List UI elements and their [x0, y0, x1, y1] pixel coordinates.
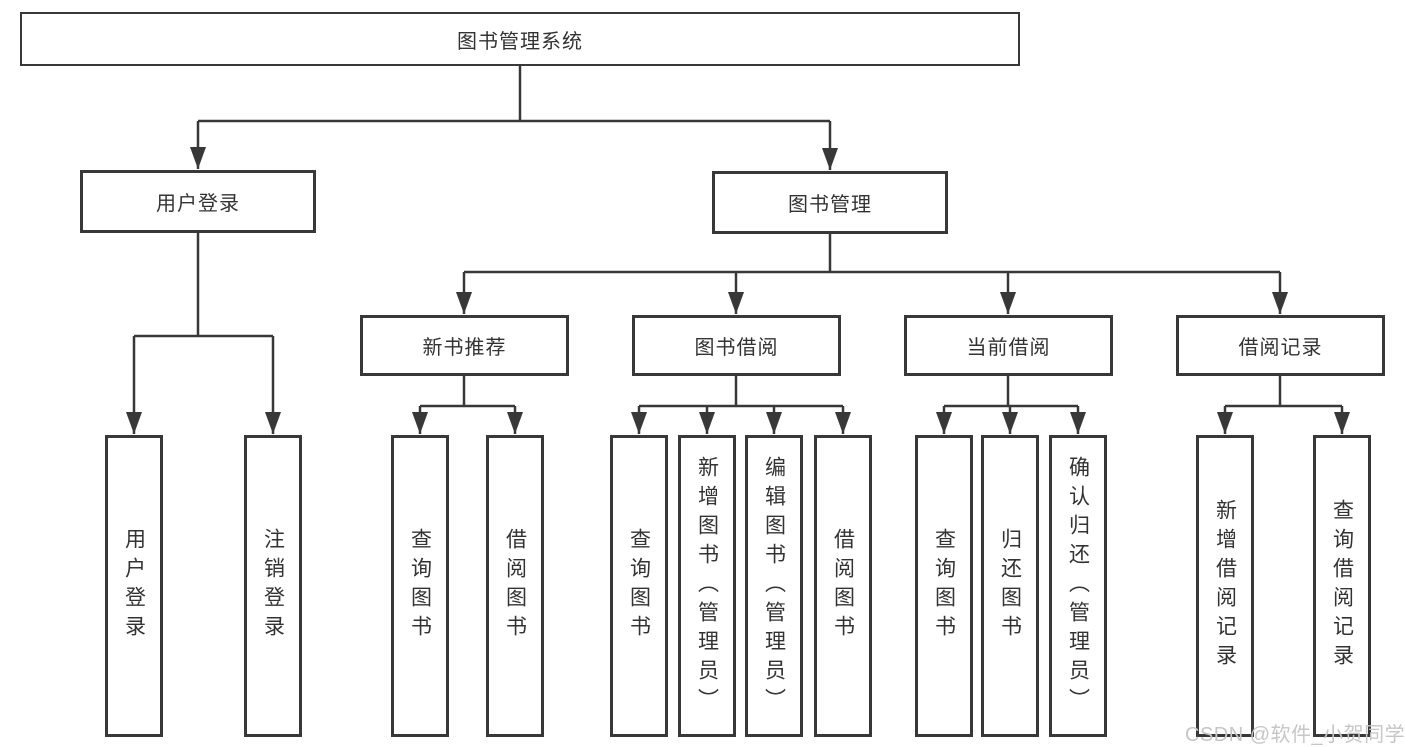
leaf-newbooks-borrow-books: 借阅图书 [486, 435, 544, 737]
node-new-book-recommendation: 新书推荐 [360, 315, 569, 376]
leaf-logout: 注销登录 [244, 435, 302, 737]
leaf-newbooks-query-books: 查询图书 [391, 435, 449, 737]
node-current-borrowing: 当前借阅 [904, 315, 1113, 376]
leaf-query-borrow-record: 查询借阅记录 [1313, 435, 1371, 737]
node-book-management: 图书管理 [712, 171, 948, 234]
leaf-borrow-query-books: 查询图书 [610, 435, 668, 737]
leaf-return-books: 归还图书 [981, 435, 1039, 737]
node-book-borrowing: 图书借阅 [632, 315, 841, 376]
leaf-edit-books-admin: 编辑图书（管理员） [745, 435, 803, 737]
leaf-add-books-admin: 新增图书（管理员） [678, 435, 736, 737]
csdn-watermark: CSDN @软件_小贺同学 [1185, 724, 1405, 746]
node-borrowing-records: 借阅记录 [1176, 315, 1385, 376]
leaf-add-borrow-record: 新增借阅记录 [1196, 435, 1254, 737]
node-user-login: 用户登录 [80, 170, 316, 233]
leaf-user-login: 用户登录 [105, 435, 163, 737]
leaf-confirm-return-admin: 确认归还（管理员） [1049, 435, 1107, 737]
leaf-current-query-books: 查询图书 [915, 435, 973, 737]
node-library-management-system: 图书管理系统 [20, 12, 1020, 66]
leaf-borrow-borrow-books: 借阅图书 [814, 435, 872, 737]
